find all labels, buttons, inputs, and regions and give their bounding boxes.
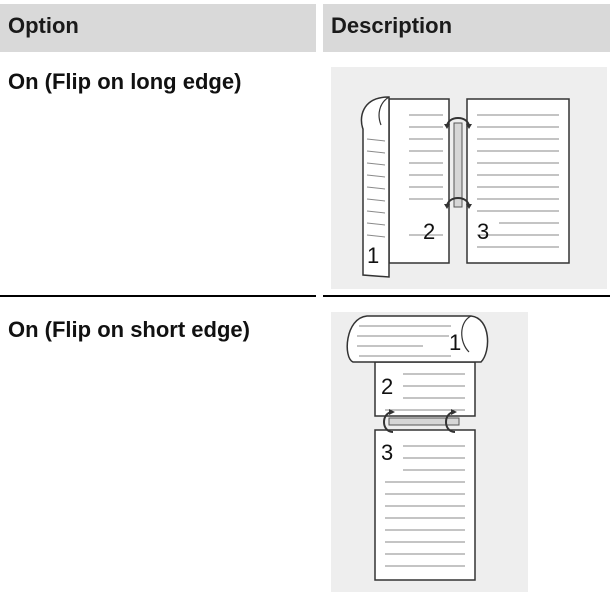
page-number-3: 3 xyxy=(381,440,393,465)
binding-bar xyxy=(453,122,463,208)
page-number-1: 1 xyxy=(367,243,379,268)
column-header-option-label: Option xyxy=(8,13,79,38)
short-edge-illustration-svg: 1 2 3 xyxy=(346,315,489,581)
curled-page-lines xyxy=(366,138,386,238)
page-number-2: 2 xyxy=(423,219,435,244)
curled-page xyxy=(346,315,489,363)
long-edge-illustration-svg: 1 2 3 xyxy=(360,96,570,278)
curled-page xyxy=(360,96,390,278)
right-page-lines xyxy=(477,114,559,248)
page-number-1: 1 xyxy=(449,330,461,355)
option-long-edge: On (Flip on long edge) xyxy=(8,69,242,94)
duplex-flip-short-edge-icon: 1 2 3 xyxy=(331,312,528,592)
column-header-description: Description xyxy=(323,4,610,52)
top-page-lines xyxy=(385,373,465,411)
row-divider-right xyxy=(323,295,610,297)
page-number-2: 2 xyxy=(381,374,393,399)
column-header-option: Option xyxy=(0,4,316,52)
curled-page-lines xyxy=(357,325,451,357)
bottom-page xyxy=(374,429,476,581)
left-page xyxy=(388,98,450,264)
column-header-description-label: Description xyxy=(331,13,453,38)
page-number-3: 3 xyxy=(477,219,489,244)
row-divider-left xyxy=(0,295,316,297)
top-page xyxy=(374,361,476,417)
left-page-lines xyxy=(409,114,443,236)
binding-bar xyxy=(388,417,460,426)
right-page xyxy=(466,98,570,264)
bottom-page-lines xyxy=(385,445,465,567)
option-short-edge: On (Flip on short edge) xyxy=(8,317,250,342)
duplex-flip-long-edge-icon: 1 2 3 xyxy=(331,67,607,289)
